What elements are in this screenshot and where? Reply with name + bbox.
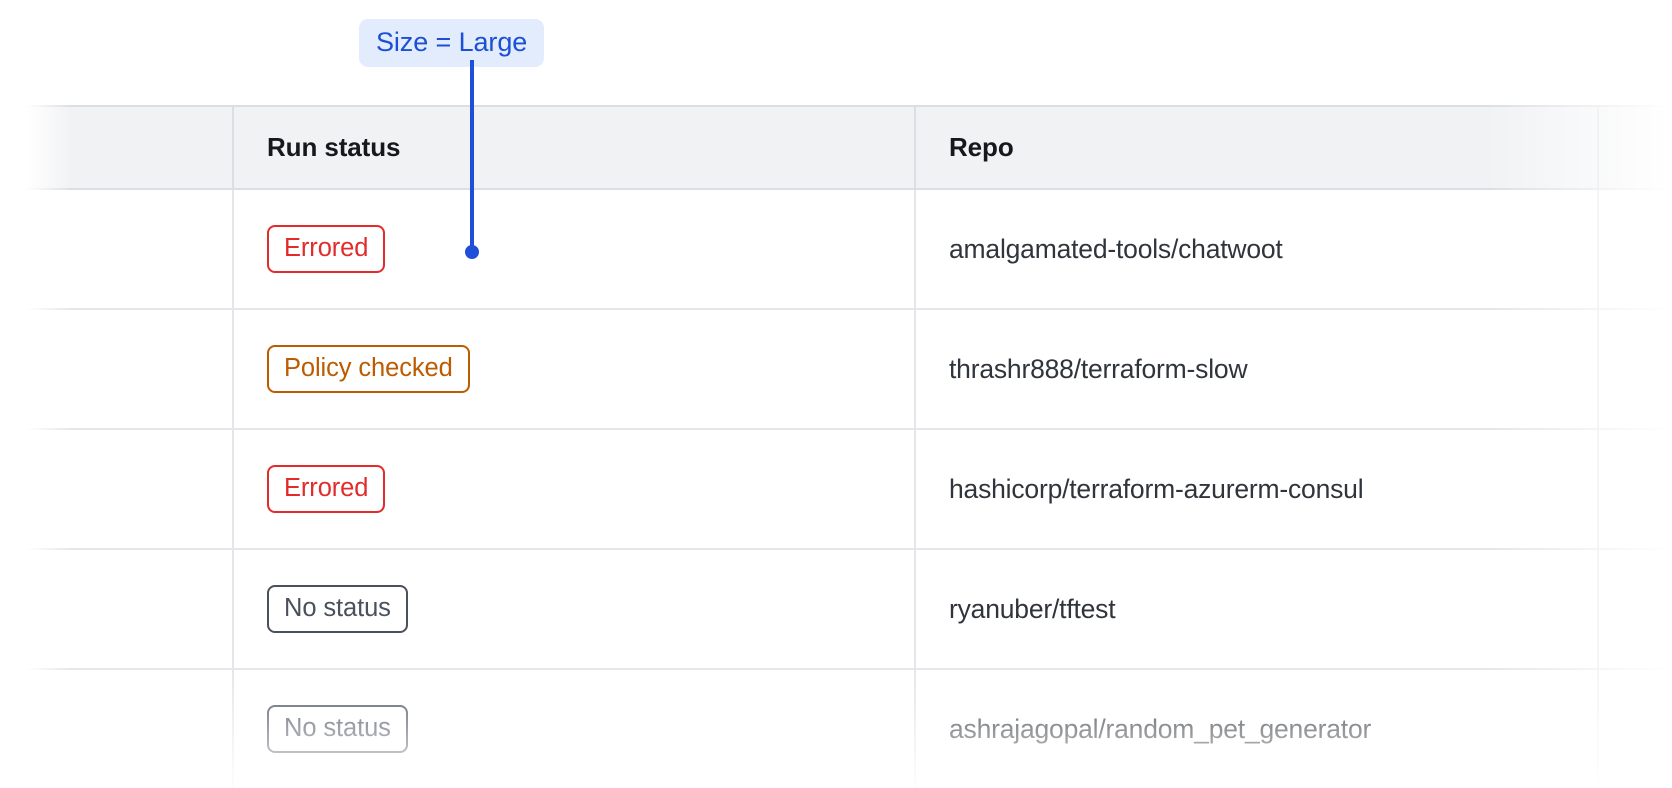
status-badge: Errored: [267, 224, 386, 274]
annotation-leader-line: [470, 60, 474, 250]
repo-cell: hashicorp/terraform-azurerm-consul: [915, 429, 1599, 550]
runs-table: Run status Repo Errored amalgamated-tool…: [0, 105, 1672, 788]
table-header-row: Run status Repo: [0, 105, 1672, 190]
row-extra-cell: [1598, 549, 1672, 670]
table-row[interactable]: No status ashrajagopal/random_pet_genera…: [0, 669, 1672, 788]
status-badge: No status: [267, 584, 408, 634]
run-status-cell: No status: [233, 549, 916, 670]
table-row[interactable]: Errored hashicorp/terraform-azurerm-cons…: [0, 429, 1672, 550]
row-select-cell[interactable]: [0, 549, 234, 670]
status-badge: Errored: [267, 464, 386, 514]
annotation-anchor-dot: [465, 245, 479, 259]
run-status-cell: Errored: [233, 189, 916, 310]
column-header-repo[interactable]: Repo: [915, 105, 1599, 190]
row-select-cell[interactable]: [0, 429, 234, 550]
annotation-label: Size = Large: [359, 19, 545, 68]
row-extra-cell: [1598, 429, 1672, 550]
repo-cell: amalgamated-tools/chatwoot: [915, 189, 1599, 310]
table-row[interactable]: Policy checked thrashr888/terraform-slow: [0, 309, 1672, 430]
repo-name: ryanuber/tftest: [949, 593, 1116, 624]
table-row[interactable]: Errored amalgamated-tools/chatwoot: [0, 189, 1672, 310]
table-body: Errored amalgamated-tools/chatwoot Polic…: [0, 189, 1672, 788]
repo-cell: ashrajagopal/random_pet_generator: [915, 669, 1599, 788]
repo-cell: ryanuber/tftest: [915, 549, 1599, 670]
status-badge: Policy checked: [267, 344, 470, 394]
row-select-cell[interactable]: [0, 669, 234, 788]
repo-name: amalgamated-tools/chatwoot: [949, 233, 1283, 264]
row-select-cell[interactable]: [0, 309, 234, 430]
run-status-cell: Errored: [233, 429, 916, 550]
runs-table-container: Run status Repo Errored amalgamated-tool…: [0, 105, 1672, 788]
row-extra-cell: [1598, 309, 1672, 430]
repo-cell: thrashr888/terraform-slow: [915, 309, 1599, 430]
run-status-cell: No status: [233, 669, 916, 788]
run-status-cell: Policy checked: [233, 309, 916, 430]
repo-name: hashicorp/terraform-azurerm-consul: [949, 473, 1364, 504]
column-header-run-status[interactable]: Run status: [233, 105, 916, 190]
row-extra-cell: [1598, 189, 1672, 310]
row-extra-cell: [1598, 669, 1672, 788]
column-header-extra[interactable]: [1598, 105, 1672, 190]
row-select-cell[interactable]: [0, 189, 234, 310]
status-badge: No status: [267, 704, 408, 754]
table-header: Run status Repo: [0, 105, 1672, 190]
repo-name: ashrajagopal/random_pet_generator: [949, 713, 1372, 744]
table-row[interactable]: No status ryanuber/tftest: [0, 549, 1672, 670]
column-header-select[interactable]: [0, 105, 234, 190]
repo-name: thrashr888/terraform-slow: [949, 353, 1248, 384]
